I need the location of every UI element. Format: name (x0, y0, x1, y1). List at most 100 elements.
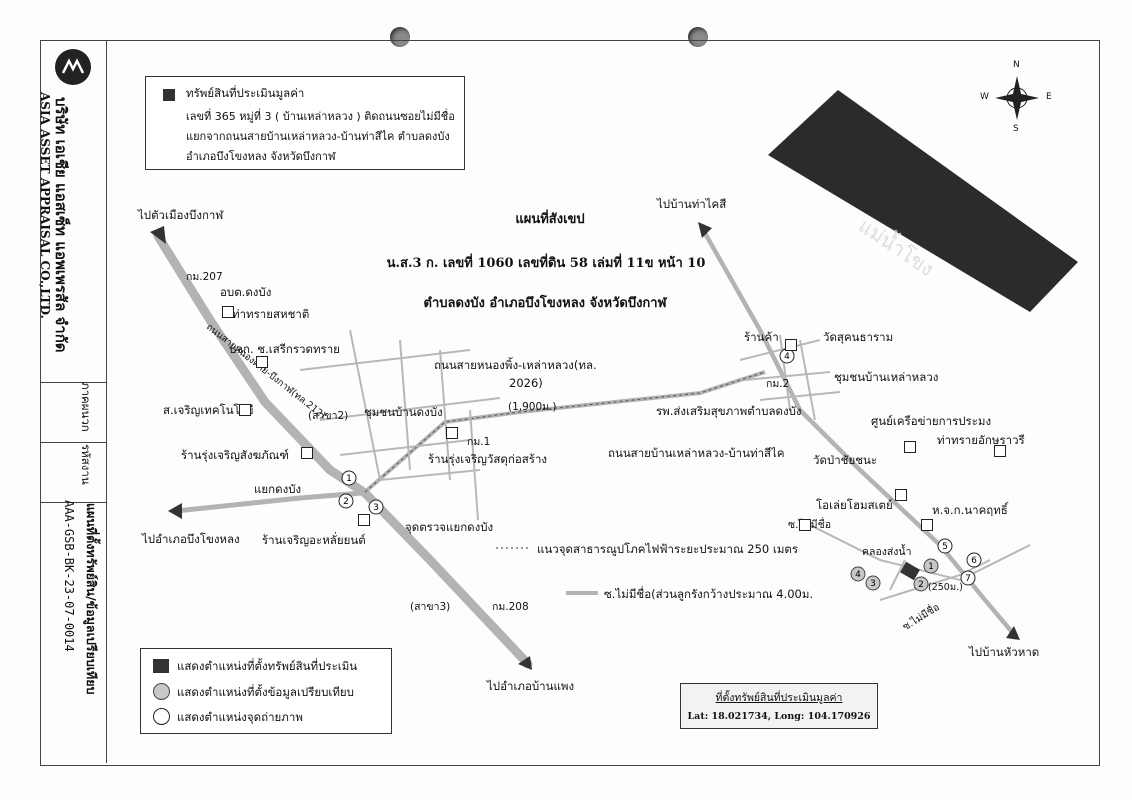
place-marker (256, 356, 268, 368)
compass-n: N (1013, 60, 1020, 70)
road-north-south (700, 226, 1014, 634)
property-marker (900, 561, 920, 581)
village-grid-laoluang (739, 334, 841, 421)
place-marker (358, 514, 370, 526)
village-grid-dongbang (299, 329, 501, 521)
compass-s: S (1013, 124, 1019, 134)
label-oleh-home: โอเล่ยโฮมสเตย์ (816, 498, 893, 512)
label-charoen-laiyon: ร้านเจริญอะหลั่ยยนต์ (262, 533, 366, 547)
arrow-icon (698, 222, 712, 238)
label-thasai: ท่าทรายสหชาติ (232, 307, 310, 321)
label-km208: กม.208 (492, 601, 529, 613)
label-km1: กม.1 (467, 436, 491, 448)
property-line2: แยกจากถนนสายบ้านเหล่าหลวง-บ้านท่าสีไค ตำ… (186, 130, 450, 143)
label-hjk: ห.จ.ก.นาคฤทธิ์ (932, 503, 1008, 517)
place-marker (921, 519, 933, 531)
svg-text:5: 5 (942, 542, 948, 552)
punch-hole (390, 27, 410, 47)
map-subtitle-2: ตำบลดงบัง อำเภอบึงโขงหลง จังหวัดบึงกาฬ (423, 296, 667, 311)
place-marker (446, 427, 458, 439)
label-to-tha-si-khai: ไปบ้านท่าไคสี (657, 197, 727, 211)
compass-icon (995, 76, 1039, 120)
coordinates-value: Lat: 18.021734, Long: 104.170926 (687, 711, 871, 722)
svg-text:7: 7 (965, 574, 971, 584)
place-marker (222, 306, 234, 318)
label-road-laoluang: ถนนสายบ้านเหล่าหลวง-บ้านท่าสีไค (608, 446, 785, 460)
coordinates-heading: ที่ตั้งทรัพย์สินที่ประเมินมูลค่า (715, 692, 843, 704)
legend-compare-swatch (153, 683, 170, 700)
note-powerline: แนวจุดสาธารณูปโภคไฟฟ้าระยะประมาณ 250 เมต… (537, 542, 799, 556)
label-wat-pa: วัดป่าชัยชนะ (813, 453, 878, 467)
label-branch2: (สาขา2) (308, 410, 349, 422)
place-marker (785, 339, 797, 351)
punch-hole (688, 27, 708, 47)
label-checkpoint: จุดตรวจแยกดงบัง (405, 520, 494, 534)
place-marker (904, 441, 916, 453)
label-canal: คลองส่งน้ำ (862, 546, 912, 558)
legend-property-swatch (153, 659, 169, 673)
svg-text:1: 1 (346, 474, 352, 484)
sidebar-section-code-label: รหัสงาน (41, 442, 106, 503)
note-soi: ซ.ไม่มีชื่อ(ส่วนลูกรังกว้างประมาณ 4.00ม. (604, 587, 814, 601)
label-dist250: (250ม.) (928, 582, 963, 593)
label-km207: กม.207 (186, 271, 223, 283)
label-branch3: (สาขา3) (410, 601, 451, 613)
sidebar-section-title: แผนที่ตั้งทรัพย์สิน/ข้อมูลเปรียบเทียบ AA… (41, 500, 106, 764)
svg-text:2: 2 (918, 580, 924, 590)
label-network-center: ศูนย์เครือข่ายการประมง (871, 414, 992, 428)
place-marker (301, 447, 313, 459)
coordinates-box: ที่ตั้งทรัพย์สินที่ประเมินมูลค่า Lat: 18… (680, 683, 878, 729)
compass-w: W (980, 92, 989, 102)
label-rungcharoen-wassadu: ร้านรุ่งเจริญวัสดุก่อสร้าง (428, 452, 548, 466)
svg-text:4: 4 (855, 570, 861, 580)
label-thasai-akson: ท่าทรายอักษราวรี (937, 433, 1025, 447)
legend-item-property: แสดงตำแหน่งที่ตั้งทรัพย์สินที่ประเมิน (177, 659, 358, 673)
highway-212 (153, 231, 533, 669)
label-wat-sukhan: วัดสุคนธาราม (823, 330, 894, 344)
mekong-river (768, 90, 1078, 312)
svg-text:3: 3 (870, 579, 876, 589)
sidebar-section-appendix: ภาคผนวก (41, 382, 106, 443)
label-school-dongbang: ชุมชนบ้านดงบัง (364, 405, 443, 419)
label-to-ban-phaeng: ไปอำเภอบ้านแพง (487, 679, 575, 693)
label-road-nongphing: ถนนสายหนองพิ้ง-เหล่าหลวง(ทล. (434, 358, 597, 372)
place-marker (994, 445, 1006, 457)
label-dist1900: (1,900ม.) (508, 401, 557, 413)
label-shop: ร้านค้า (744, 330, 779, 344)
svg-text:4: 4 (784, 352, 790, 362)
sidebar: บริษัท เอเชีย แอสเซ็ท แอพเพรสัล จำกัด AS… (38, 41, 107, 764)
label-km2: กม.2 (766, 378, 790, 390)
page-frame (40, 40, 1100, 766)
label-sor-tech: ส.เจริญเทคโนโลยี (163, 403, 254, 417)
label-rungcharoen-sangkhaphan: ร้านรุ่งเจริญสังฆภัณฑ์ (181, 448, 289, 462)
place-marker (239, 404, 251, 416)
map-title: แผนที่สังเขป (515, 212, 585, 227)
label-bjk: บจก. ช.เสรีกรวดทราย (229, 342, 340, 356)
property-heading: ทรัพย์สินที่ประเมินมูลค่า (186, 86, 305, 100)
arrow-icon (168, 503, 182, 519)
dashed-route (364, 371, 766, 493)
label-to-ban-hua-hat: ไปบ้านหัวหาด (969, 645, 1040, 659)
photo-points: 1 2 3 4 5 6 7 (338, 348, 982, 586)
svg-text:2: 2 (343, 497, 349, 507)
label-abt: อบต.ดงบัง (220, 285, 272, 299)
svg-text:1: 1 (928, 562, 934, 572)
arrow-icon (518, 656, 532, 670)
svg-text:3: 3 (373, 503, 379, 513)
place-marker (895, 489, 907, 501)
place-marker (799, 519, 811, 531)
map-subtitle-1: น.ส.3 ก. เลขที่ 1060 เลขที่ดิน 58 เล่มที… (386, 256, 706, 271)
property-line3: อำเภอบึงโขงหลง จังหวัดบึงกาฬ (186, 150, 336, 163)
property-line1: เลขที่ 365 หมู่ที่ 3 ( บ้านเหล่าหลวง ) ต… (186, 110, 455, 123)
road-2026 (363, 370, 766, 494)
compare-points: 1 2 3 4 (850, 558, 939, 592)
property-swatch (163, 89, 175, 101)
label-community-laoluang: ชุมชนบ้านเหล่าหลวง (834, 370, 939, 384)
label-road-nongphing-2: 2026) (509, 376, 543, 390)
legend: แสดงตำแหน่งที่ตั้งทรัพย์สินที่ประเมิน แส… (140, 648, 392, 734)
soi-area (799, 519, 1031, 601)
property-info-box: ทรัพย์สินที่ประเมินมูลค่า เลขที่ 365 หมู… (145, 76, 465, 170)
arrow-icon (1006, 626, 1020, 640)
arrow-icon (150, 226, 166, 244)
legend-item-photo: แสดงตำแหน่งจุดถ่ายภาพ (177, 710, 303, 724)
